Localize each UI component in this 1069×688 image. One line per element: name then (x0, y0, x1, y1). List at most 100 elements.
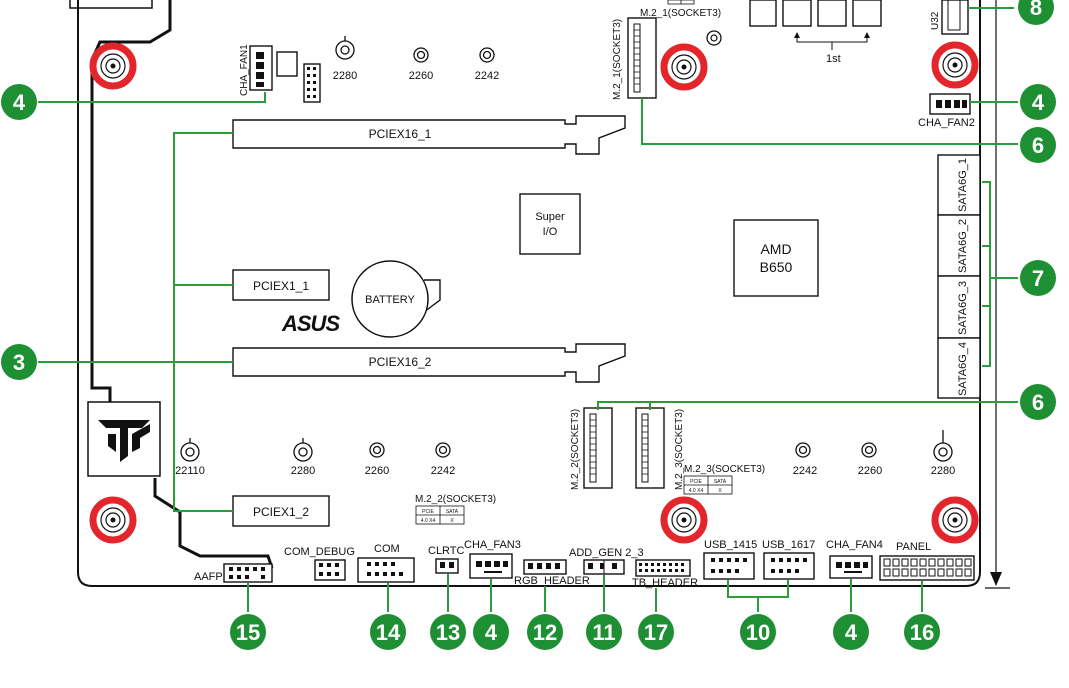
svg-text:16: 16 (910, 620, 934, 645)
svg-text:3: 3 (13, 350, 25, 375)
standoff-2280-bottom (293, 438, 313, 462)
pciex16-1-slot (232, 115, 626, 155)
callout-15: 15 (230, 614, 266, 650)
sata6g-1-label: SATA6G_1 (957, 158, 969, 212)
u32-connector (941, 0, 969, 35)
m2-1-top-label: M.2_1(SOCKET3) (640, 8, 721, 19)
leader-6-top (641, 98, 1018, 145)
pciex1-2-label: PCIEX1_2 (253, 505, 309, 519)
super-io-line1: Super (535, 211, 565, 223)
tb-header (635, 559, 691, 577)
callout-7: 7 (1020, 260, 1056, 296)
callout-16: 16 (904, 614, 940, 650)
u32-label: U32 (930, 11, 941, 30)
standoff-2280-top (335, 36, 355, 60)
m2-3-label: M.2_3(SOCKET3) (684, 464, 765, 475)
pciex1-2-slot (232, 495, 330, 527)
m2-1-slot (627, 17, 657, 99)
first-slot-label: 1st (826, 53, 841, 65)
chipset (733, 219, 819, 297)
m2-2-slot (583, 407, 613, 489)
m2-2-table-h2: SATA (446, 509, 459, 515)
m2-2-label: M.2_2(SOCKET3) (415, 494, 496, 505)
panel-label: PANEL (896, 541, 931, 553)
bottom-trace (153, 478, 274, 569)
com-header (357, 557, 415, 583)
dimm-bracket (796, 36, 868, 50)
dimm-slot-3 (817, 0, 847, 27)
m2-3-table-v1: 4.0 X4 (689, 488, 704, 494)
aafp-label: AAFP (194, 571, 223, 583)
standoff-label-2242-bottom: 2242 (431, 465, 455, 477)
svg-text:4: 4 (1032, 90, 1045, 115)
usb-1617-header (763, 552, 815, 580)
callout-17: 17 (638, 614, 674, 650)
standoff-label-2260-bottom: 2260 (365, 465, 389, 477)
m2-3-table-h1: PCIE (690, 479, 702, 485)
super-io-line2: I/O (543, 226, 558, 238)
callout-3: 3 (1, 344, 37, 380)
super-io-chip (519, 193, 581, 255)
cha-fan4-label: CHA_FAN4 (826, 539, 883, 551)
svg-text:17: 17 (644, 620, 668, 645)
tb-header-label: TB_HEADER (632, 577, 698, 589)
clrtc-header (435, 558, 459, 574)
heatsink-outline (69, 0, 153, 9)
mount-hole-top-right (931, 41, 979, 89)
asus-logo: ASUS (281, 311, 340, 336)
svg-text:4: 4 (485, 620, 498, 645)
m2-2-table-h1: PCIE (422, 509, 434, 515)
leader-10 (727, 580, 789, 612)
callout-4-left: 4 (1, 84, 37, 120)
standoff-2242-bottom (435, 442, 451, 458)
callout-13: 13 (430, 614, 466, 650)
usb-1415-header (703, 552, 755, 580)
callout-8: 8 (1018, 0, 1054, 25)
svg-text:15: 15 (236, 620, 260, 645)
leader-6-middle (597, 401, 1018, 410)
standoff-2242-top (479, 47, 495, 63)
pin-header (303, 63, 321, 103)
callout-14: 14 (370, 614, 406, 650)
mount-hole-bottom-left (89, 496, 137, 544)
clrtc-label: CLRTC (428, 545, 465, 557)
standoff-label-2242-right: 2242 (793, 465, 817, 477)
svg-text:6: 6 (1032, 390, 1044, 415)
svg-text:6: 6 (1032, 133, 1044, 158)
m2-2-support-table (415, 505, 465, 525)
mount-hole-top-middle (660, 43, 708, 91)
callout-4-bottom-2: 4 (833, 614, 869, 650)
dimension-arrow (990, 572, 1002, 586)
sata6g-1-port (937, 154, 981, 216)
dimm-slot-2 (782, 0, 812, 27)
dimm-slot-1 (749, 0, 777, 27)
usb-1617-label: USB_1617 (762, 539, 815, 551)
chipset-line2: B650 (760, 259, 793, 275)
mini-table-top (667, 0, 695, 5)
m2-1-vertical-label: M.2_1(SOCKET3) (612, 19, 623, 100)
m2-3-slot (635, 407, 665, 489)
mount-hole-bottom-right (931, 496, 979, 544)
svg-text:7: 7 (1032, 266, 1044, 291)
standoff-2260-bottom (369, 442, 385, 458)
sata6g-2-port (937, 214, 981, 277)
callout-6-top: 6 (1020, 127, 1056, 163)
cha-fan2-label: CHA_FAN2 (918, 117, 975, 129)
pciex16-1-label: PCIEX16_1 (369, 127, 432, 141)
callout-10: 10 (740, 614, 776, 650)
sata6g-4-label: SATA6G_4 (957, 342, 969, 396)
pciex1-1-slot (232, 269, 330, 301)
callout-11: 11 (586, 614, 622, 650)
standoff-label-2280-bottom: 2280 (291, 465, 315, 477)
m2-3-table-v2: X (718, 488, 722, 494)
mount-hole-top-left (89, 42, 137, 90)
m2-2-vertical-label: M.2_2(SOCKET3) (570, 409, 581, 490)
standoff-label-2242-top: 2242 (475, 70, 499, 82)
sata6g-2-label: SATA6G_2 (957, 219, 969, 273)
leader-4-left (38, 92, 266, 103)
m2-3-vertical-label: M.2_3(SOCKET3) (674, 409, 685, 490)
svg-text:8: 8 (1030, 0, 1042, 20)
svg-text:11: 11 (592, 620, 615, 645)
standoff-2260-top (413, 47, 429, 63)
